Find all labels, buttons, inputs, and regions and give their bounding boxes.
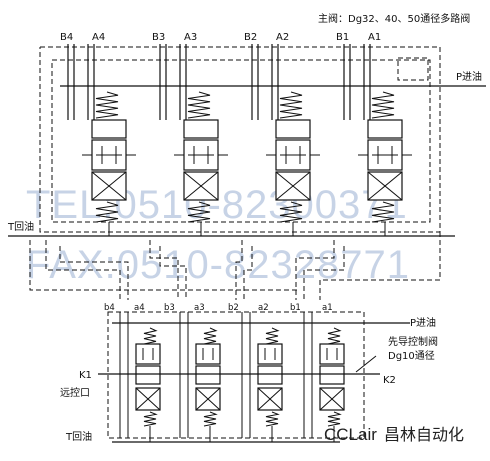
cross-path: [91, 171, 127, 201]
brand-chinese: 昌林自动化: [384, 425, 464, 444]
valve-block: [183, 119, 219, 139]
port-a2: A2: [276, 32, 289, 43]
top-spring: [279, 91, 303, 119]
port-b2-pilot: b2: [228, 303, 239, 313]
pilot-spring: [143, 327, 158, 345]
port-a2-pilot: a2: [258, 303, 269, 313]
remote-control-line: K1 K2 远控口: [60, 370, 396, 399]
pilot-valve-title: 先导控制阀: [388, 335, 438, 348]
port-a3-pilot: a3: [194, 303, 205, 313]
pilot-port-labels: b4 a4 b3 a3 b2 a2 b1 a1: [104, 303, 333, 313]
main-section: [159, 44, 228, 236]
valve-block: [275, 119, 311, 139]
pilot-block: [319, 343, 345, 365]
top-spring: [187, 91, 211, 119]
pilot-block: [135, 365, 161, 385]
k1-label: K1: [79, 370, 92, 381]
pilot-section: [179, 312, 221, 442]
main-valve-title: 主阀：Dg32、40、50通径多路阀: [318, 12, 470, 25]
top-spring: [371, 91, 395, 119]
pilot-valve-bore: Dg10通径: [388, 349, 435, 362]
pilot-cross: [195, 387, 221, 411]
pilot-block: [319, 365, 345, 385]
pilot-block: [195, 343, 221, 365]
pilot-section: [119, 312, 161, 442]
port-a1-pilot: a1: [322, 303, 333, 313]
cross-path: [367, 171, 403, 201]
pilot-valve-enclosure: [107, 311, 365, 439]
valve-block: [367, 119, 403, 139]
port-b1: B1: [336, 32, 349, 43]
bottom-spring: [371, 201, 395, 223]
brand-latin: CCLair: [324, 425, 377, 444]
pilot-block: [195, 365, 221, 385]
bottom-spring: [279, 201, 303, 223]
pilot-block: [257, 365, 283, 385]
watermark-fax: FAX:0510-82328771: [26, 243, 410, 287]
port-b3: B3: [152, 32, 165, 43]
main-t-return-label: T回油: [7, 220, 34, 233]
pilot-signal-lines: [29, 232, 441, 300]
pilot-bottom-spring: [265, 411, 280, 427]
pilot-cross: [257, 387, 283, 411]
cross-path: [183, 171, 219, 201]
top-spring: [95, 91, 119, 119]
pilot-valve-sections: [119, 312, 345, 442]
pilot-block: [135, 343, 161, 365]
k2-label: K2: [383, 375, 396, 386]
pilot-section: [303, 312, 345, 442]
pilot-bottom-spring: [327, 411, 342, 427]
main-section: [343, 44, 412, 236]
port-b3-pilot: b3: [164, 303, 175, 313]
pilot-block: [257, 343, 283, 365]
port-b2: B2: [244, 32, 257, 43]
main-p-inlet-label: P进油: [456, 70, 482, 83]
pilot-t-return: T回油: [65, 430, 340, 443]
pilot-bottom-spring: [203, 411, 218, 427]
pilot-spring: [327, 327, 342, 345]
main-section: [251, 44, 320, 236]
remote-port-label: 远控口: [60, 386, 90, 399]
bottom-spring: [187, 201, 211, 223]
port-b4-pilot: b4: [104, 303, 115, 313]
port-a4: A4: [92, 32, 105, 43]
pilot-bottom-spring: [143, 411, 158, 427]
port-b1-pilot: b1: [290, 303, 301, 313]
pilot-p-inlet: P进油: [112, 316, 436, 329]
pilot-t-return-label: T回油: [65, 430, 92, 443]
main-section: [67, 44, 136, 236]
pilot-cross: [135, 387, 161, 411]
valve-block: [91, 119, 127, 139]
main-port-labels: B4 A4 B3 A3 B2 A2 B1 A1: [60, 32, 381, 43]
pilot-p-inlet-label: P进油: [410, 316, 436, 329]
port-a1: A1: [368, 32, 381, 43]
port-b4: B4: [60, 32, 73, 43]
main-t-return: T回油: [7, 220, 455, 237]
pilot-cross: [319, 387, 345, 411]
main-valve-sections: [67, 44, 412, 236]
cross-path: [275, 171, 311, 201]
main-p-inlet: P进油: [60, 70, 486, 87]
pilot-spring: [265, 327, 280, 345]
pilot-valve-callout: 先导控制阀 Dg10通径: [355, 335, 438, 373]
port-a3: A3: [184, 32, 197, 43]
bottom-spring: [95, 201, 119, 223]
brand-logo: CCLair 昌林自动化: [324, 425, 464, 444]
pilot-spring: [203, 327, 218, 345]
port-a4-pilot: a4: [134, 303, 145, 313]
pilot-section: [241, 312, 283, 442]
